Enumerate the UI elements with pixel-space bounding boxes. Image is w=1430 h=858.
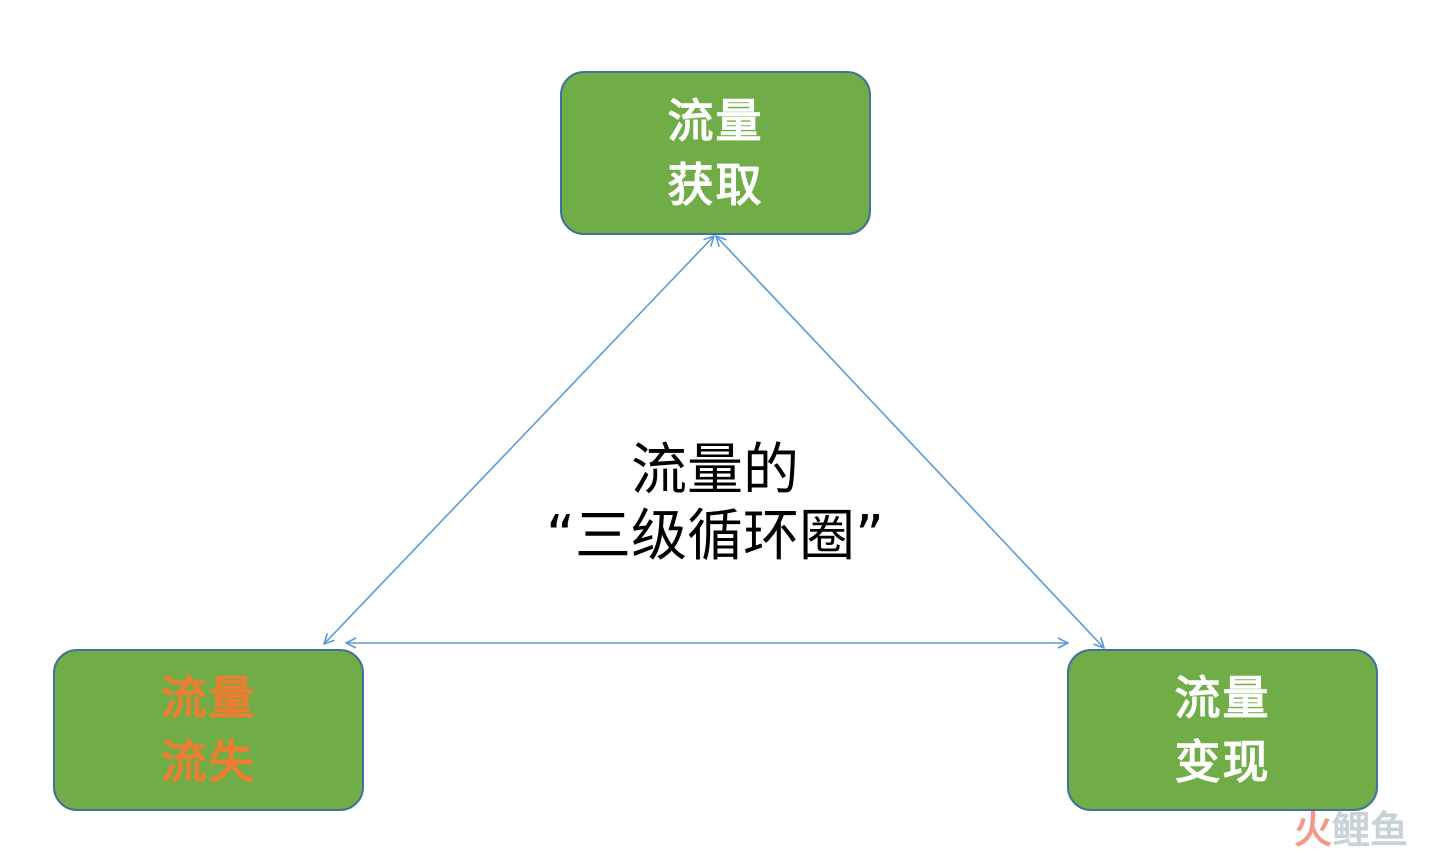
node-top-line1: 流量 — [667, 94, 764, 148]
node-traffic-acquisition: 流量 获取 — [560, 71, 871, 235]
watermark-char-2: 鲤 — [1331, 808, 1370, 852]
node-traffic-loss: 流量 流失 — [53, 649, 364, 811]
link-top-right — [716, 236, 1104, 648]
node-top-line2: 获取 — [667, 158, 764, 212]
node-left-line2: 流失 — [160, 735, 257, 789]
center-title: 流量的 “三级循环圈” — [500, 438, 930, 570]
watermark-char-1: 火 — [1293, 808, 1332, 852]
link-top-left — [324, 236, 714, 644]
node-right-line1: 流量 — [1174, 671, 1271, 725]
node-left-line1: 流量 — [160, 671, 257, 725]
watermark-char-3: 鱼 — [1369, 808, 1408, 852]
node-right-line2: 变现 — [1174, 735, 1271, 789]
watermark-logo: 火鲤鱼 — [1294, 808, 1408, 852]
center-title-line2: “三级循环圈” — [545, 504, 885, 569]
node-traffic-monetization: 流量 变现 — [1067, 649, 1378, 811]
center-title-line1: 流量的 — [631, 438, 799, 503]
